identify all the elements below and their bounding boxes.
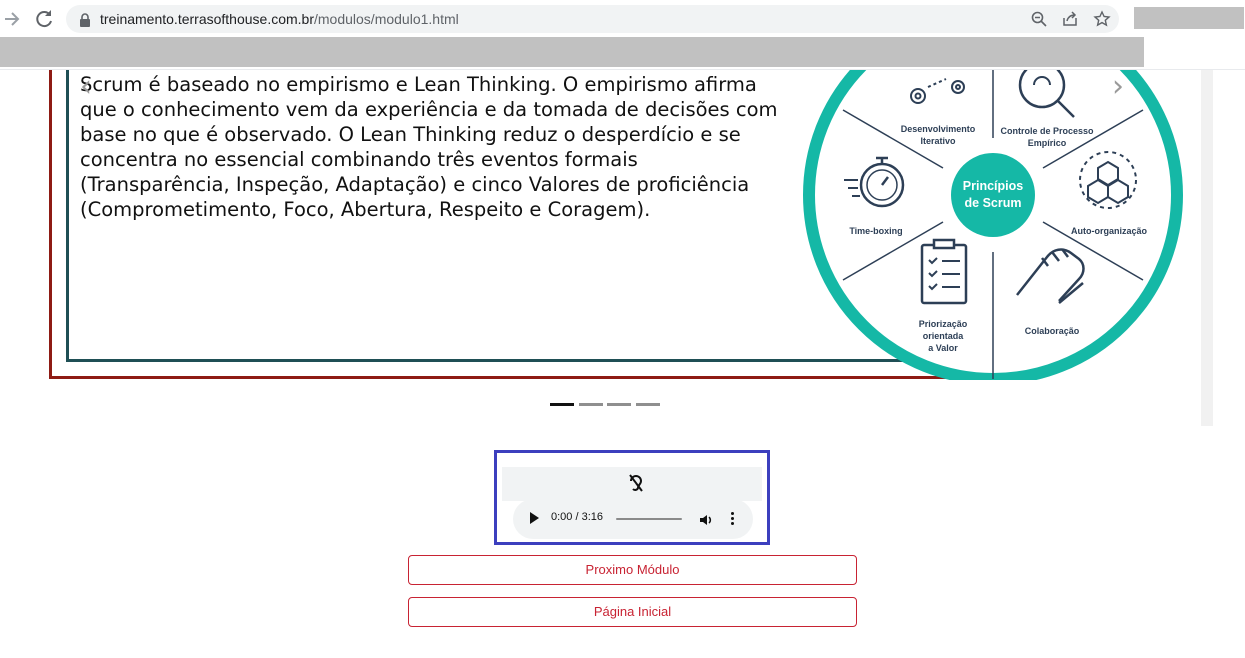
volume-icon[interactable] xyxy=(699,512,713,531)
carousel-next-button[interactable]: › xyxy=(1112,70,1124,104)
accessibility-ear-icon[interactable] xyxy=(628,473,644,497)
center-line: de Scrum xyxy=(964,196,1022,210)
magnifier-icon xyxy=(1018,70,1075,118)
more-options-icon[interactable] xyxy=(731,512,734,527)
carousel-indicator-2[interactable] xyxy=(579,403,603,406)
bookmarks-bar xyxy=(0,37,1144,67)
label-desenvolvimento-iterativo: Desenvolvimento Iterativo xyxy=(898,123,978,147)
next-module-button[interactable]: Proximo Módulo xyxy=(408,555,857,585)
lock-icon xyxy=(79,12,91,31)
label-line: Colaboração xyxy=(1024,326,1080,336)
carousel-prev-button[interactable]: ‹ xyxy=(80,70,92,104)
label-line: Priorização xyxy=(918,319,968,329)
carousel-indicator-1[interactable] xyxy=(550,403,574,406)
scrum-principles-wheel: Desenvolvimento Iterativo Controle de Pr… xyxy=(802,70,1192,385)
reload-icon[interactable] xyxy=(32,7,56,31)
label-line: Auto-organização xyxy=(1070,226,1147,236)
url-host: treinamento.terrasofthouse.com.br xyxy=(100,11,314,27)
label-time-boxing: Time-boxing xyxy=(844,225,908,237)
label-line: a Valor xyxy=(928,343,958,353)
share-icon[interactable] xyxy=(1061,10,1079,28)
audio-progress-bar[interactable] xyxy=(616,518,682,520)
audio-section: 0:00 / 3:16 xyxy=(494,450,770,545)
address-bar[interactable]: treinamento.terrasofthouse.com.br/modulo… xyxy=(66,5,1119,33)
label-priorizacao: Priorização orientada a Valor xyxy=(908,318,978,354)
label-line: Desenvolvimento xyxy=(900,124,976,134)
center-line: Princípios xyxy=(962,179,1024,193)
url-text: treinamento.terrasofthouse.com.br/modulo… xyxy=(100,11,459,27)
audio-header xyxy=(502,467,762,501)
home-button[interactable]: Página Inicial xyxy=(408,597,857,627)
gears-icon xyxy=(910,78,965,104)
carousel-indicator-4[interactable] xyxy=(636,403,660,406)
handshake-icon xyxy=(1016,248,1085,304)
label-line: Time-boxing xyxy=(849,226,903,236)
label-auto-organizacao: Auto-organização xyxy=(1064,225,1154,237)
carousel-scroll-track[interactable] xyxy=(1201,70,1213,426)
audio-time: 0:00 / 3:16 xyxy=(551,511,603,523)
play-icon[interactable] xyxy=(530,512,539,524)
carousel-indicator-3[interactable] xyxy=(607,403,631,406)
label-colaboracao: Colaboração xyxy=(1012,325,1092,337)
forward-icon[interactable] xyxy=(0,7,24,31)
url-path: /modulos/modulo1.html xyxy=(314,11,459,27)
stopwatch-icon xyxy=(844,156,905,208)
cubes-icon xyxy=(1079,151,1137,209)
label-line: Iterativo xyxy=(920,136,956,146)
label-line: Empírico xyxy=(1027,138,1067,148)
chrome-divider xyxy=(0,69,1245,70)
bookmark-star-icon[interactable] xyxy=(1093,10,1111,28)
audio-player[interactable]: 0:00 / 3:16 xyxy=(513,499,753,539)
browser-toolbar: treinamento.terrasofthouse.com.br/modulo… xyxy=(0,0,1245,38)
label-controle-processo: Controle de Processo Empírico xyxy=(997,125,1097,149)
page-content: Scrum é baseado no empirismo e Lean Thin… xyxy=(0,70,1245,658)
slide-text: Scrum é baseado no empirismo e Lean Thin… xyxy=(80,73,778,221)
zoom-icon[interactable] xyxy=(1030,10,1048,28)
clipboard-icon xyxy=(920,238,968,305)
label-line: Controle de Processo xyxy=(1000,126,1094,136)
label-line: orientada xyxy=(922,331,964,341)
wheel-center-label: Princípios de Scrum xyxy=(943,178,1043,212)
wheel-graphic xyxy=(803,70,1183,385)
profile-area[interactable] xyxy=(1134,7,1244,29)
